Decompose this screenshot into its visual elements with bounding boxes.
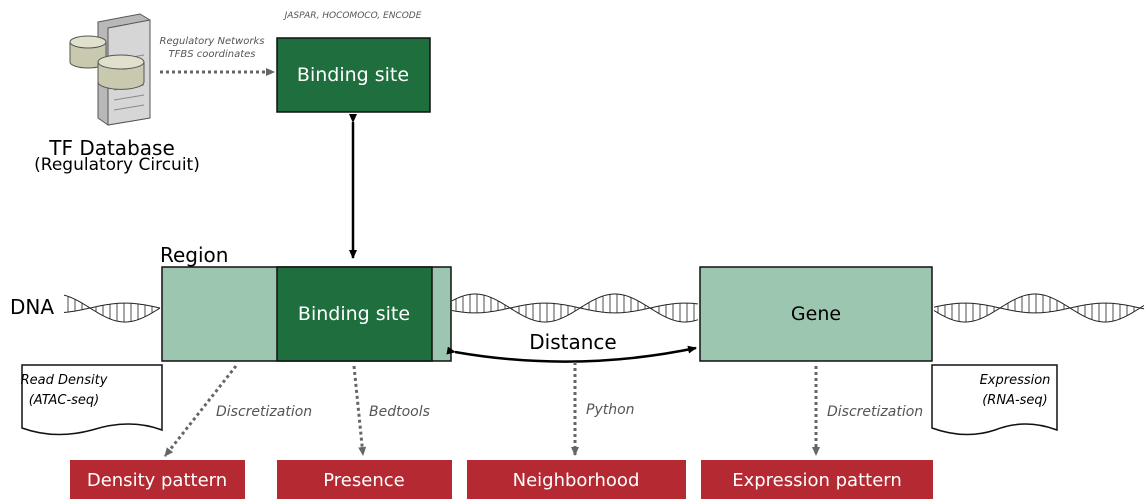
density-pattern-label: Density pattern bbox=[87, 470, 227, 491]
expression-method-label: Discretization bbox=[827, 404, 923, 420]
gene-label: Gene bbox=[791, 303, 841, 325]
database-title: TF Database bbox=[48, 136, 175, 160]
expression-line2: (RNA-seq) bbox=[982, 393, 1048, 408]
sources-label: JASPAR, HOCOMOCO, ENCODE bbox=[283, 11, 422, 21]
dna-label: DNA bbox=[10, 295, 54, 319]
gene-box bbox=[699, 266, 933, 362]
region-label: Region bbox=[160, 243, 228, 267]
read-density-document-icon bbox=[21, 364, 163, 436]
db-link-label-2: TFBS coordinates bbox=[169, 49, 256, 60]
distance-label: Distance bbox=[529, 330, 616, 354]
neighborhood-box bbox=[467, 460, 686, 499]
density-pattern-box bbox=[70, 460, 245, 499]
database-server-icon bbox=[69, 13, 151, 126]
density-method-label: Discretization bbox=[216, 404, 312, 420]
presence-label: Presence bbox=[323, 470, 404, 491]
distance-arrow bbox=[446, 345, 697, 363]
neighborhood-label: Neighborhood bbox=[513, 470, 640, 491]
region-binding-site-label: Binding site bbox=[298, 303, 410, 325]
top-binding-site-box bbox=[276, 37, 431, 113]
presence-box bbox=[277, 460, 452, 499]
expression-pattern-box bbox=[701, 460, 933, 499]
dna-helix bbox=[63, 293, 1145, 323]
db-link-label-1: Regulatory Networks bbox=[160, 36, 265, 47]
region-binding-site-box bbox=[276, 266, 433, 362]
expression-pattern-label: Expression pattern bbox=[732, 470, 902, 491]
read-density-line1: Read Density bbox=[21, 373, 108, 388]
density-method-arrow bbox=[163, 365, 238, 457]
expression-line1: Expression bbox=[980, 373, 1051, 388]
expression-document-icon bbox=[931, 364, 1058, 436]
presence-method-arrow bbox=[352, 365, 367, 456]
read-density-line2: (ATAC-seq) bbox=[29, 393, 100, 408]
database-subtitle: (Regulatory Circuit) bbox=[34, 155, 200, 175]
top-binding-site-label: Binding site bbox=[297, 64, 409, 86]
presence-method-label: Bedtools bbox=[369, 404, 430, 420]
neighborhood-method-label: Python bbox=[586, 402, 635, 418]
